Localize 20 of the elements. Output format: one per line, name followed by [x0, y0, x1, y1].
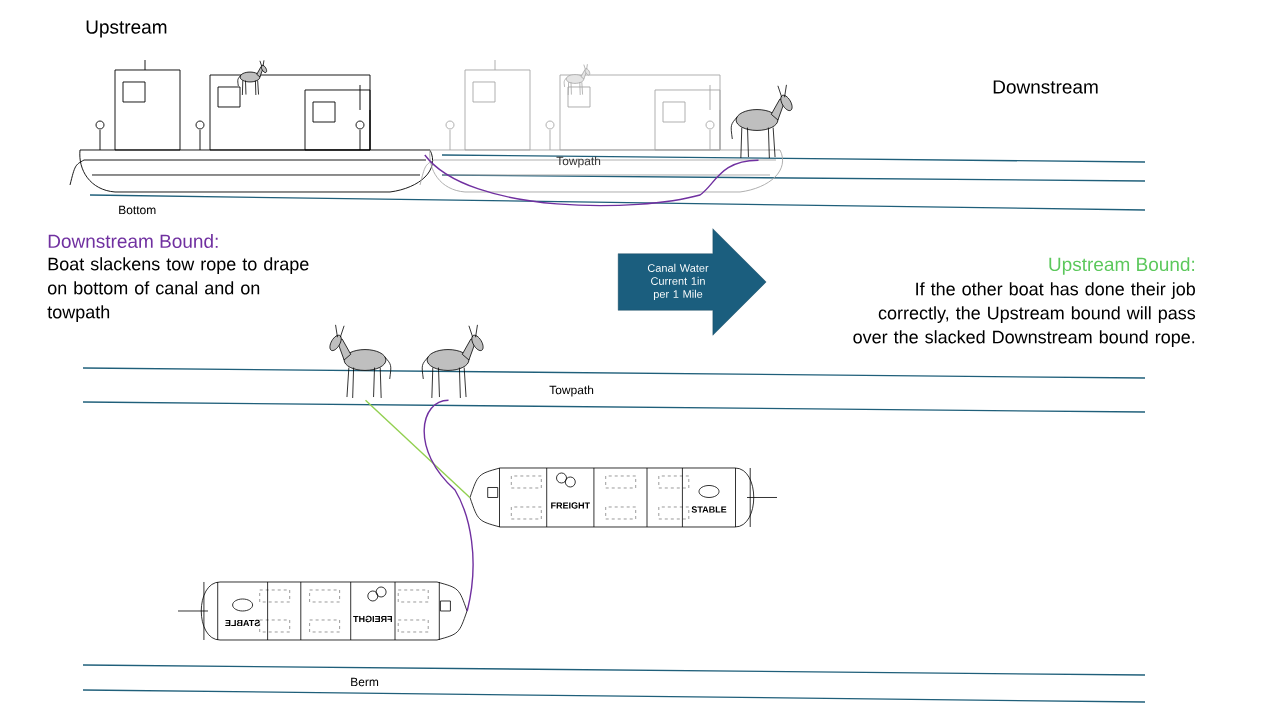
- area-label: Towpath: [549, 385, 594, 397]
- boat-plan-drawing: FREIGHT STABLE: [177, 581, 468, 641]
- tow-rope: [424, 154, 760, 207]
- mule-drawing: [730, 84, 793, 159]
- description: If the other boat has done their job correctly, the Upstream bound will pass over the slacked Downstream bound rope.: [853, 282, 1196, 347]
- heading: Upstream Bound:: [1049, 257, 1195, 275]
- mule-drawing: [421, 324, 484, 399]
- tow-rope: [423, 399, 474, 612]
- area-label: Towpath: [556, 156, 601, 168]
- boat-plan-drawing: FREIGHT STABLE: [469, 467, 778, 528]
- tow-rope: [364, 399, 471, 499]
- direction-label: Downstream: [993, 80, 1098, 94]
- area-label: Bottom: [119, 205, 156, 215]
- direction-label: Upstream: [86, 20, 167, 38]
- boat-drawing: [69, 59, 434, 193]
- boat-drawing: [419, 59, 784, 193]
- description: Boat slackens tow rope to drape on bottom of canal and on towpath: [47, 257, 309, 322]
- mule-drawing: [329, 324, 392, 399]
- area-label: Berm: [351, 677, 379, 687]
- heading: Downstream Bound:: [48, 234, 218, 248]
